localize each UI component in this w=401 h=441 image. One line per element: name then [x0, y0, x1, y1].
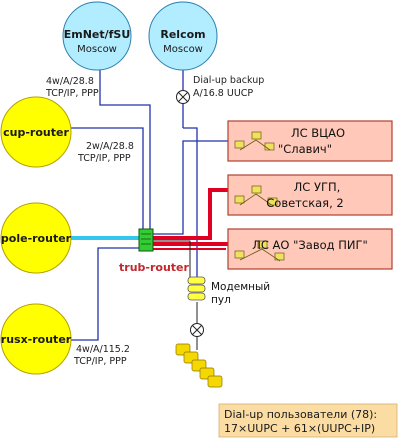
- node-cup-router-label: cup-router: [3, 126, 69, 139]
- node-pole-router-label: pole-router: [1, 232, 72, 245]
- link-cup-spec-2: TCP/IP, PPP: [77, 153, 131, 164]
- node-relcom-name: Relcom: [160, 28, 205, 41]
- link-emnet-spec-2: TCP/IP, PPP: [45, 88, 99, 99]
- link-rusx-spec-2: TCP/IP, PPP: [73, 356, 127, 367]
- lan-ugp-subtitle: Советская, 2: [266, 196, 343, 210]
- link-relcom-spec-1: Dial-up backup: [193, 75, 264, 86]
- link-trub-ugp: [153, 188, 228, 240]
- modem-cross-icon-top: [176, 90, 190, 104]
- lan-ugp-title: ЛС УГП,: [294, 180, 341, 194]
- node-trub-router-label: trub-router: [119, 261, 189, 274]
- modem-pool-label-1: Модемный: [211, 281, 270, 293]
- lan-vcao: ЛС ВЦАО "Славич": [227, 120, 393, 162]
- lan-vcao-subtitle: "Славич": [278, 142, 332, 156]
- dialup-label-1: Dial-up пользователи (78):: [224, 408, 377, 421]
- link-relcom-modem-pool: [183, 127, 198, 278]
- dialup-users-icon: [175, 343, 223, 388]
- lan-zavod-title: ЛС АО "Завод ПИГ": [252, 238, 368, 252]
- node-rusx-router: rusx-router: [0, 303, 72, 375]
- link-cup-spec-1: 2w/A/28.8: [86, 141, 134, 152]
- node-rusx-router-label: rusx-router: [1, 333, 72, 346]
- computer-icon: [234, 240, 285, 261]
- node-cup-router: cup-router: [0, 96, 72, 168]
- link-trub-modem: [153, 240, 191, 278]
- link-cup-trub: [58, 127, 144, 232]
- dialup-box: Dial-up пользователи (78): 17×UUPC + 61×…: [218, 403, 398, 438]
- node-emnet: EmNet/fSU Moscow: [62, 1, 132, 71]
- node-emnet-city: Moscow: [77, 44, 117, 55]
- node-relcom: Relcom Moscow: [148, 1, 218, 71]
- node-relcom-city: Moscow: [163, 44, 203, 55]
- lan-zavod: ЛС АО "Завод ПИГ": [227, 228, 393, 270]
- link-emnet-spec-1: 4w/A/28.8: [46, 76, 94, 87]
- modem-cross-icon-bottom: [190, 323, 204, 337]
- computer-icon: [234, 185, 278, 206]
- lan-ugp: ЛС УГП, Советская, 2: [227, 174, 393, 216]
- node-pole-router: pole-router: [0, 202, 72, 274]
- link-rusx-spec-1: 4w/A/115.2: [76, 344, 130, 355]
- link-trub-vcao: [153, 140, 228, 235]
- lan-vcao-title: ЛС ВЦАО: [291, 126, 345, 140]
- modem-pool-icon: [187, 276, 206, 301]
- link-emnet-trub: [99, 55, 151, 232]
- node-emnet-name: EmNet/fSU: [64, 28, 131, 41]
- link-rusx-trub: [58, 247, 140, 341]
- dialup-label-2: 17×UUPC + 61×(UUPC+IP): [224, 422, 375, 435]
- link-relcom-spec-2: A/16.8 UUCP: [193, 88, 253, 99]
- modem-pool-label-2: пул: [211, 294, 231, 306]
- node-trub-router: trub-router: [119, 228, 190, 274]
